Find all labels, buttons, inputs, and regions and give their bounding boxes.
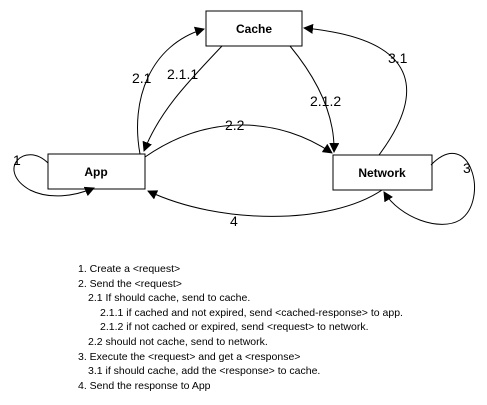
step-2-1: 2.1 If should cache, send to cache. [88, 292, 251, 304]
edge-4-label: 4 [230, 213, 238, 229]
edge-2-2-arrow [144, 124, 333, 158]
edge-3-arrow [383, 152, 475, 225]
node-network-label: Network [358, 166, 406, 180]
step-2-1-2: 2.1.2 if not cached or expired, send <re… [100, 321, 369, 333]
node-cache-label: Cache [236, 22, 272, 36]
edge-2-1-2-arrow [289, 45, 340, 153]
node-network: Network [332, 154, 433, 191]
step-3: 3. Execute the <request> and get a <resp… [78, 351, 301, 363]
edge-3-label: 3 [463, 160, 471, 176]
step-2-2: 2.2 should not cache, send to network. [88, 336, 268, 348]
step-1: 1. Create a <request> [78, 263, 181, 275]
edge-2-1-1-arrow [142, 45, 223, 152]
node-app-label: App [84, 165, 107, 179]
node-cache: Cache [205, 10, 303, 47]
edge-2-1-label: 2.1 [132, 70, 152, 86]
edge-4-arrow [147, 189, 383, 217]
step-4: 4. Send the response to App [78, 380, 211, 392]
edge-2-1-2-label: 2.1.2 [310, 93, 341, 109]
edge-3-1-arrow [303, 23, 408, 156]
edge-2-1-1-label: 2.1.1 [167, 66, 198, 82]
step-2-1-1: 2.1.1 if cached and not expired, send <c… [100, 307, 403, 319]
node-app: App [47, 153, 146, 190]
step-3-1: 3.1 if should cache, add the <response> … [88, 365, 321, 377]
step-2: 2. Send the <request> [78, 278, 182, 290]
edge-1-label: 1 [13, 152, 21, 168]
edge-1-arrow [13, 154, 95, 197]
edge-2-2-label: 2.2 [225, 117, 245, 133]
edge-3-1-label: 3.1 [388, 50, 408, 66]
edge-2-1-arrow [137, 26, 205, 155]
